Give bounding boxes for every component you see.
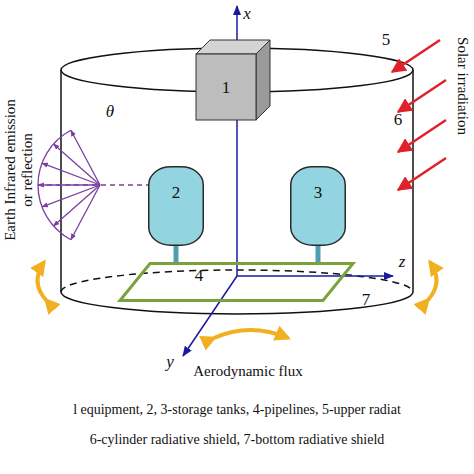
callout-number: 3 [290,180,346,204]
callout-number: 2 [148,180,204,204]
caption-line: l equipment, 2, 3-storage tanks, 4-pipel… [73,402,401,418]
callout-number: 7 [362,290,371,310]
angle-label: θ [106,102,114,122]
radiation-label: Solar irradiation [453,37,470,135]
caption-line: 6-cylinder radiative shield, 7-bottom ra… [90,432,385,448]
pipeline-frame: 4 [118,262,355,302]
pipeline-frame-outline [118,262,355,302]
infrared-fan [38,130,150,239]
axis-label: z [399,252,406,272]
axis-label: x [243,4,251,24]
callout-number: 6 [394,110,403,130]
radiation-label: Earth Infrared emission or reflection [2,96,37,244]
solar-arrows [392,40,446,190]
callout-number: 5 [382,30,391,50]
flux-label: Aerodynamic flux [193,363,303,380]
tank-stem [316,246,321,263]
storage-tank: 3 [290,166,346,246]
equipment-box-outline [196,40,270,120]
aero-arrows [37,262,436,338]
axis-label: y [166,352,174,372]
storage-tank: 2 [148,166,204,246]
callout-number: 1 [196,54,256,120]
tank-stem [174,246,179,263]
callout-number: 4 [188,265,210,285]
equipment-box: 1 [196,40,270,120]
axes [183,6,393,356]
storage-tank-outline [148,166,204,246]
storage-tank-outline [290,166,346,246]
